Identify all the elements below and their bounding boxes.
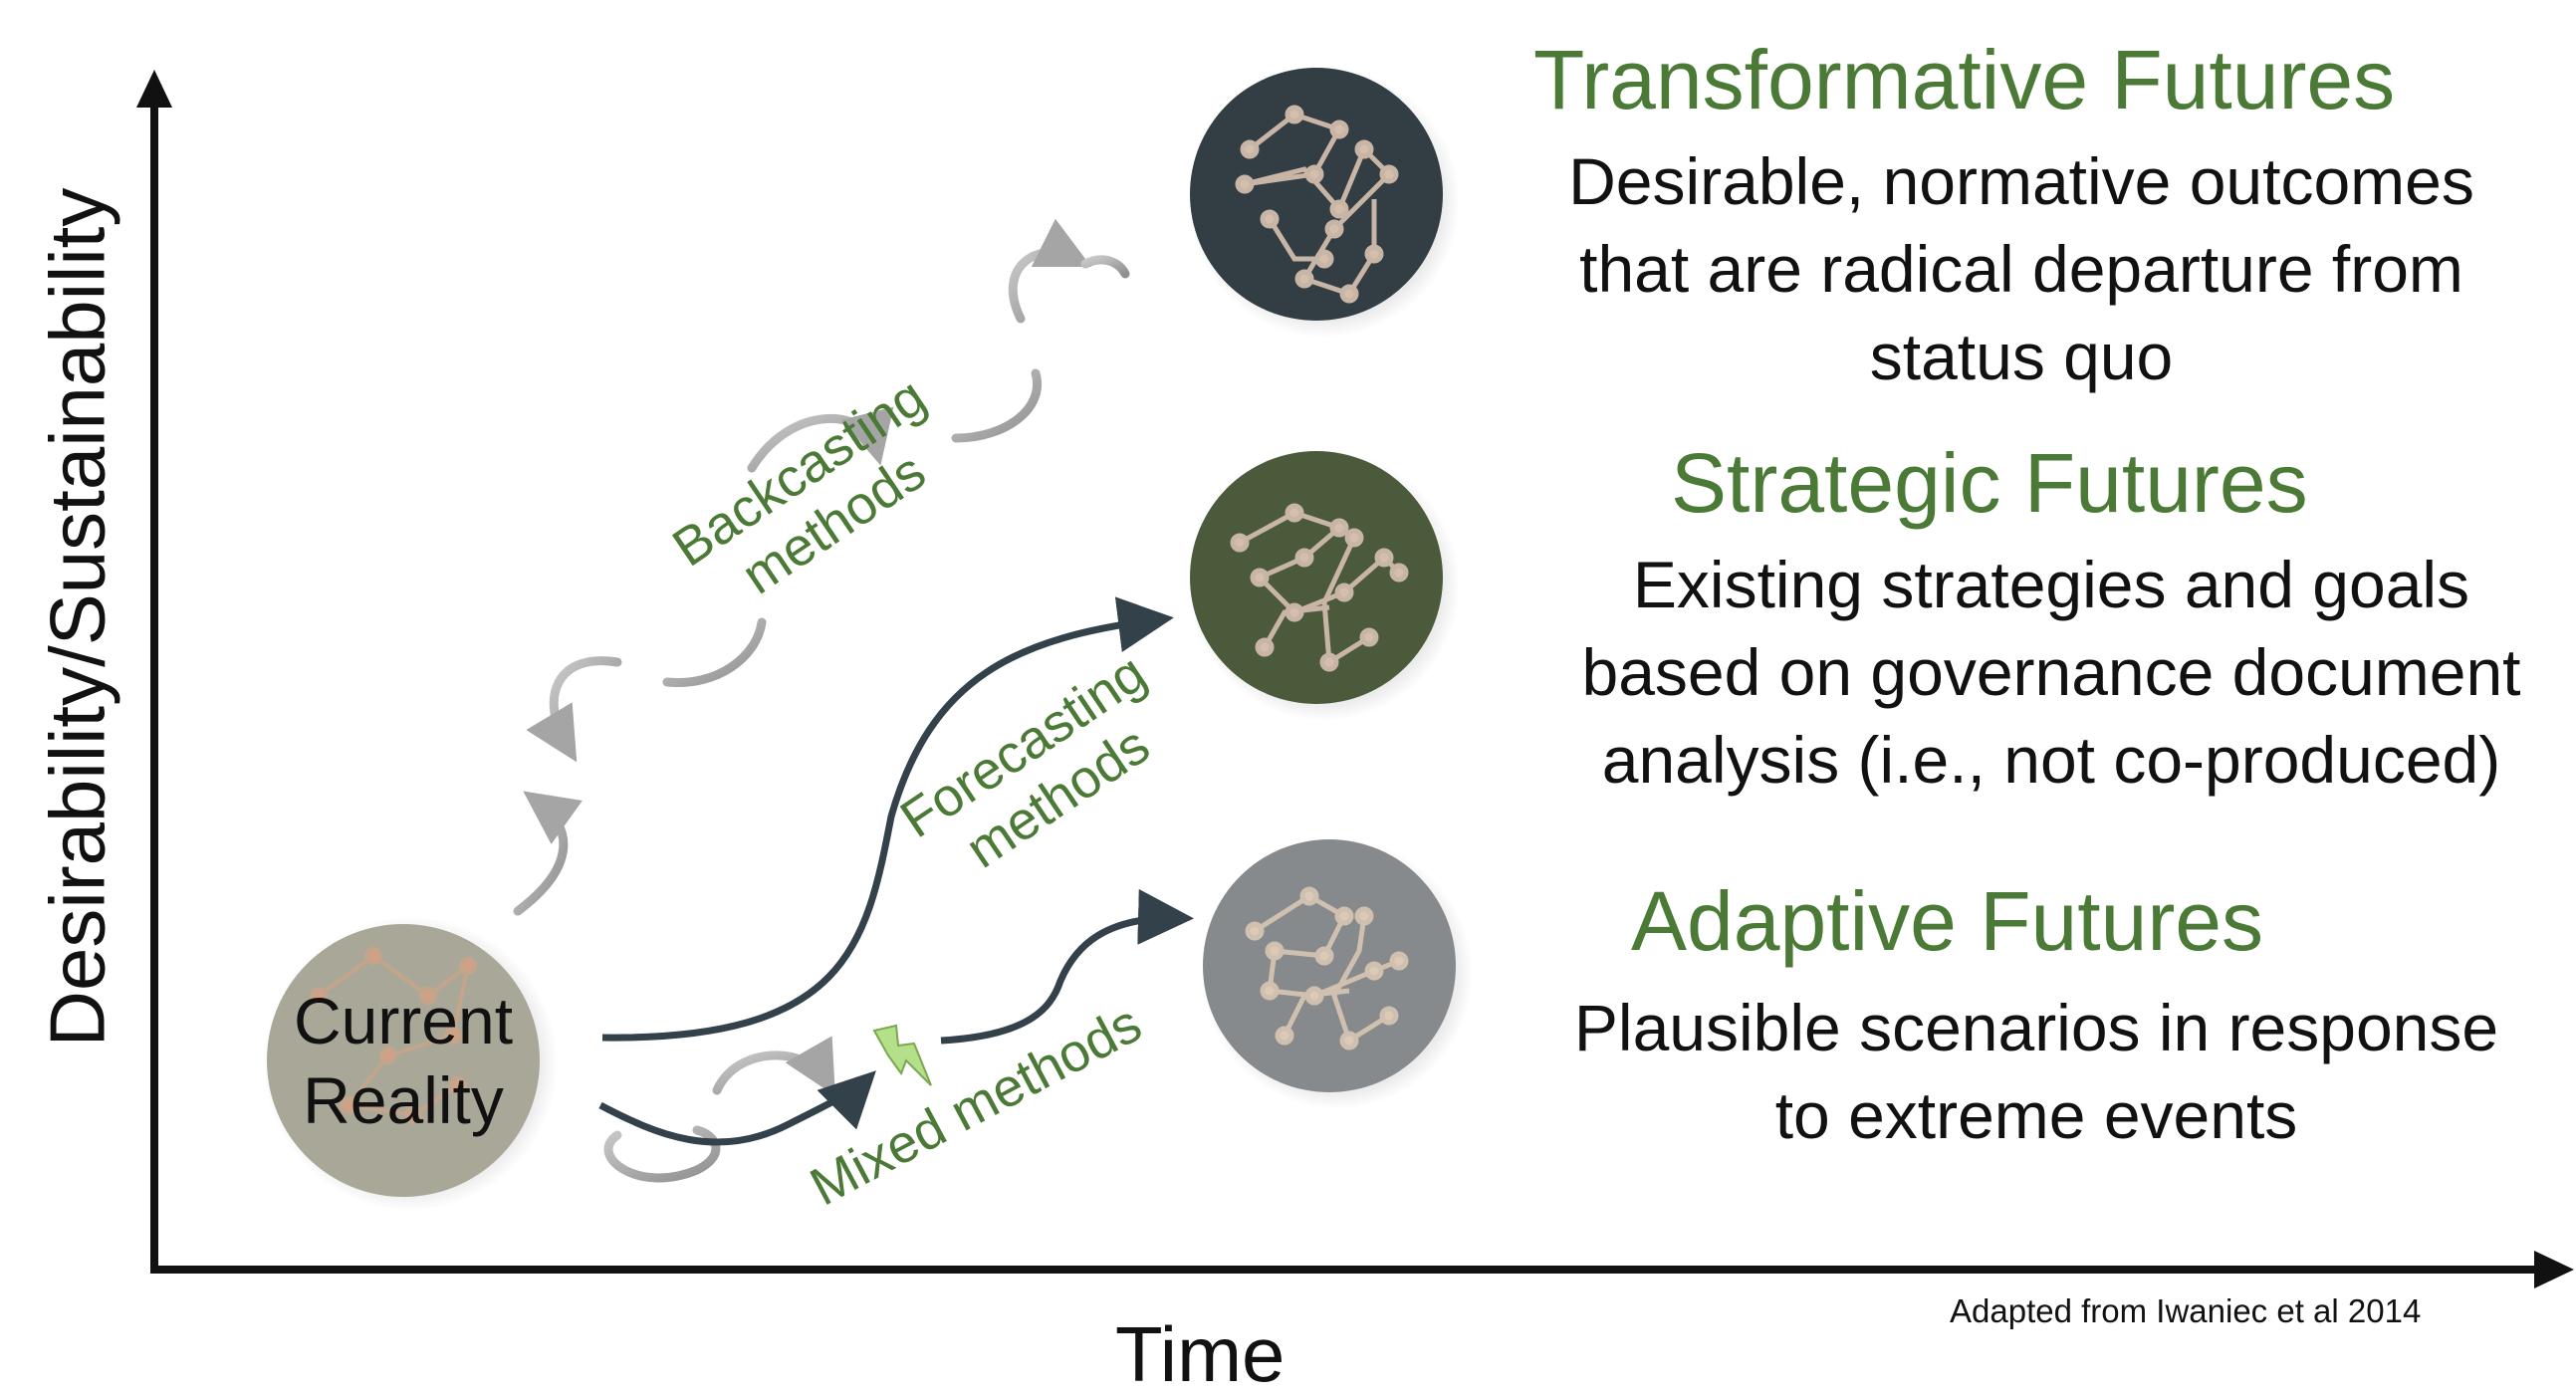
mixed-loops [603, 1036, 835, 1183]
transformative-network [1235, 105, 1399, 304]
y-axis-label: Desirability/Sustainability [33, 187, 121, 1048]
forecasting-arrow [601, 596, 1174, 1042]
transformative-desc-line: Desirable, normative outcomes [1568, 144, 2474, 218]
adaptive-futures-circle [1203, 839, 1456, 1092]
x-axis-label: Time [1115, 1310, 1286, 1398]
strategic-description: Existing strategies and goals based on g… [1581, 541, 2520, 804]
adaptive-desc-line: Plausible scenarios in response [1573, 991, 2499, 1064]
transformative-description: Desirable, normative outcomes that are r… [1568, 137, 2474, 400]
lightning-icon [872, 1024, 932, 1086]
current-reality-line2: Reality [303, 1063, 504, 1137]
adaptive-description: Plausible scenarios in response to extre… [1574, 984, 2498, 1159]
strategic-network [1230, 503, 1409, 672]
strategic-futures-circle [1190, 451, 1443, 704]
transformative-desc-line: that are radical departure from [1579, 232, 2463, 306]
current-reality-network [310, 947, 477, 1124]
strategic-desc-line: Existing strategies and goals [1632, 548, 2470, 621]
adaptive-arrow [940, 888, 1194, 1045]
adaptive-heading: Adaptive Futures [1631, 874, 2264, 968]
mixed-arrow-lower [598, 1070, 876, 1146]
strategic-desc-line: analysis (i.e., not co-produced) [1601, 723, 2501, 797]
transformative-desc-line: status quo [1869, 320, 2174, 393]
transformative-heading: Transformative Futures [1533, 33, 2396, 126]
source-credit: Adapted from Iwaniec et al 2014 [1950, 1292, 2422, 1329]
current-reality-line1: Current [293, 984, 514, 1057]
strategic-desc-line: based on governance document [1581, 635, 2521, 709]
x-axis-arrowhead [2534, 1251, 2574, 1288]
adaptive-desc-line: to extreme events [1774, 1078, 2298, 1152]
y-axis-arrowhead [136, 70, 172, 108]
strategic-heading: Strategic Futures [1671, 436, 2308, 530]
current-reality-label: Current Reality [294, 981, 513, 1140]
adaptive-network [1245, 886, 1409, 1050]
backcasting-loops [513, 218, 1130, 916]
current-reality-circle [267, 924, 540, 1197]
